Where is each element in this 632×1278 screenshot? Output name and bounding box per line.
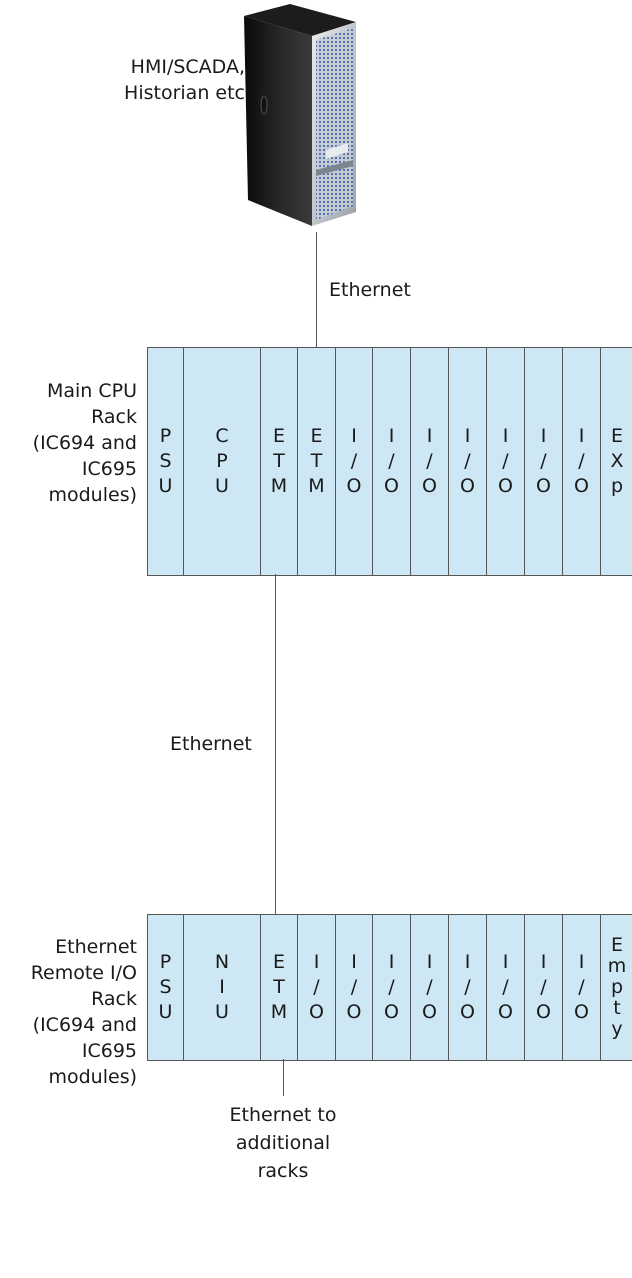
slot-io: I / O <box>487 915 525 1060</box>
slot-empty: E m p t y <box>607 934 627 1040</box>
slot-etm: E T M <box>298 348 336 575</box>
slot-io: I / O <box>336 348 373 575</box>
slot-io: I / O <box>373 915 411 1060</box>
ethernet-label-3: Ethernet to additional racks <box>229 1104 337 1182</box>
slot-niu: N I U <box>184 915 261 1060</box>
slot-psu: P S U <box>148 348 184 575</box>
slot-io: I / O <box>525 915 563 1060</box>
slot-etm: E T M <box>261 915 298 1060</box>
ethernet-label-1: Ethernet <box>329 279 411 301</box>
slot-io: I / O <box>411 348 449 575</box>
slot-io: I / O <box>373 348 411 575</box>
ethernet-link-main-remote <box>275 574 276 914</box>
slot-io: I / O <box>449 915 487 1060</box>
main-rack-label: Main CPU Rack (IC694 and IC695 modules) <box>32 380 137 506</box>
ethernet-label-2: Ethernet <box>170 733 252 755</box>
slot-psu: P S U <box>148 915 184 1060</box>
ethernet-link-additional <box>283 1059 284 1096</box>
slot-io: I / O <box>525 348 563 575</box>
main-cpu-rack: P S U C P U E T M E T M I / O I / O I / … <box>147 347 632 576</box>
slot-io: I / O <box>411 915 449 1060</box>
slot-io: I / O <box>563 348 601 575</box>
server-tower-icon <box>244 4 356 226</box>
slot-cpu: C P U <box>184 348 261 575</box>
slot-io: I / O <box>336 915 373 1060</box>
server-label: HMI/SCADA, Historian etc <box>124 56 245 104</box>
slot-expansion: E X p <box>610 425 624 497</box>
remote-rack-label: Ethernet Remote I/O Rack (IC694 and IC69… <box>30 936 137 1088</box>
slot-etm: E T M <box>261 348 298 575</box>
ethernet-link-server-main <box>316 232 317 347</box>
slot-io: I / O <box>487 348 525 575</box>
slot-io: I / O <box>563 915 601 1060</box>
slot-io: I / O <box>449 348 487 575</box>
ethernet-remote-io-rack: P S U N I U E T M I / O I / O I / O I / … <box>147 914 632 1061</box>
slot-io: I / O <box>298 915 336 1060</box>
